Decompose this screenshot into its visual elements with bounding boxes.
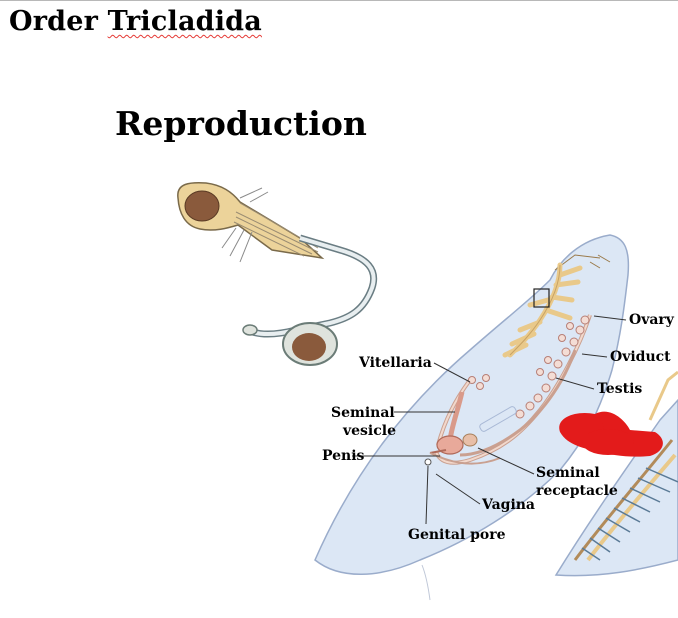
title-word-order: Order [9, 6, 99, 37]
label-genital-pore: Genital pore [408, 527, 506, 543]
label-penis: Penis [322, 448, 365, 464]
red-redaction-mark [559, 411, 663, 457]
leader-lines [352, 315, 627, 525]
label-seminal-vesicle-line1: Seminal [331, 405, 395, 421]
label-seminal-receptacle-line1: Seminal [536, 465, 600, 481]
planarian-body [314, 234, 630, 601]
label-ovary: Ovary [629, 312, 674, 328]
sperm-cell-illustration [177, 181, 377, 366]
label-oviduct: Oviduct [610, 349, 671, 365]
slide-title: Order Tricladida [9, 6, 262, 37]
top-border [0, 0, 678, 1]
label-testis: Testis [597, 381, 643, 397]
label-vitellaria: Vitellaria [359, 355, 432, 371]
label-seminal-receptacle-line2: receptacle [536, 483, 618, 499]
label-seminal-vesicle-line2: vesicle [343, 423, 396, 439]
label-vagina: Vagina [482, 497, 536, 513]
title-word-tricladida: Tricladida [107, 6, 262, 37]
slide-subtitle: Reproduction [115, 104, 367, 143]
